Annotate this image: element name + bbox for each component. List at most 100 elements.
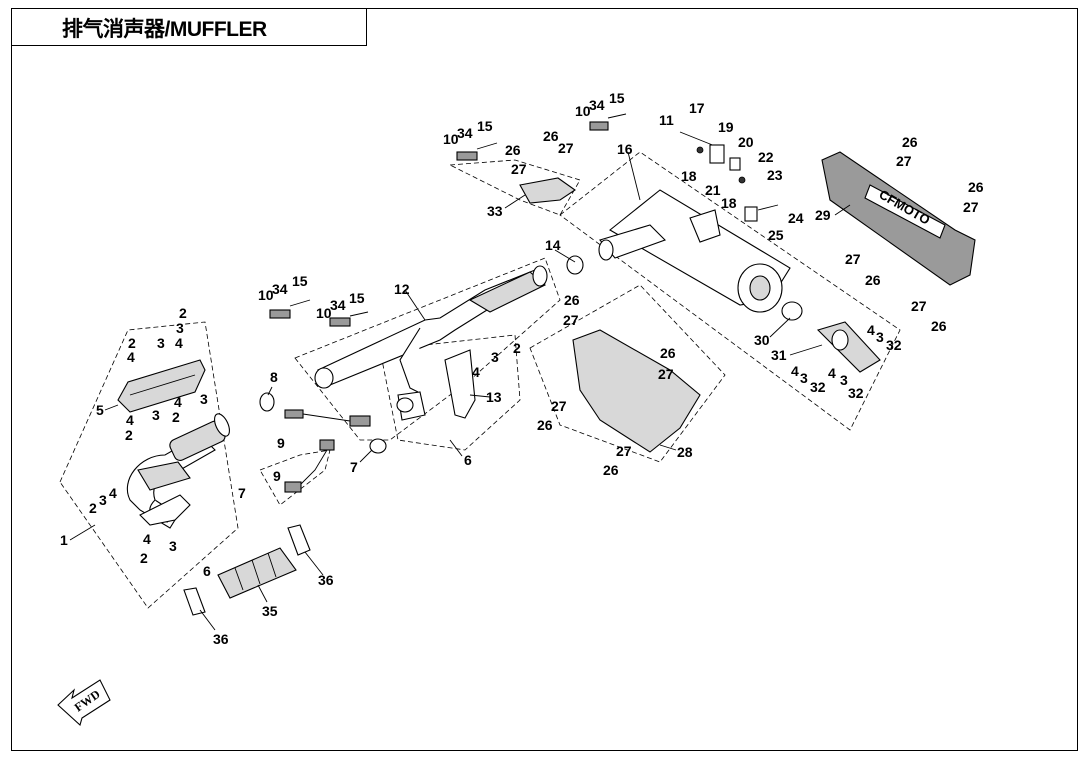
callout-6: 6 [464, 452, 472, 468]
callout-27: 27 [658, 366, 674, 382]
callout-30: 30 [754, 332, 770, 348]
callout-14: 14 [545, 237, 561, 253]
callout-36: 36 [318, 572, 334, 588]
silencer-16 [598, 189, 791, 313]
callout-11: 11 [659, 112, 674, 128]
group-outline-silencer [559, 151, 901, 431]
callout-2: 2 [513, 340, 521, 356]
header-pipe [126, 413, 230, 529]
group-outline-heatshield-33 [448, 159, 581, 216]
gasket-30 [781, 301, 803, 321]
callout-22: 22 [758, 149, 774, 165]
callout-26: 26 [865, 272, 881, 288]
callout-10: 10 [316, 305, 332, 321]
callout-4: 4 [127, 349, 135, 365]
callout-labels: 1 2 2 2 2 2 2 2 3 3 3 3 3 3 3 3 3 3 4 4 … [60, 90, 984, 647]
callout-32: 32 [810, 379, 826, 395]
group-outline-heatshield-28 [529, 284, 726, 463]
page-title: 排气消声器/MUFFLER [62, 18, 267, 41]
callout-4: 4 [175, 335, 183, 351]
callout-6: 6 [203, 563, 211, 579]
callout-3: 3 [840, 372, 848, 388]
callout-9: 9 [277, 435, 285, 451]
callout-34: 34 [330, 297, 346, 313]
group-outline-bracket [379, 334, 521, 451]
catalyst-pipe-12 [314, 265, 548, 393]
heat-shield-5 [117, 359, 206, 413]
bracket-13 [396, 349, 476, 421]
heat-shield-28 [572, 329, 701, 453]
callout-18: 18 [681, 168, 697, 184]
callout-4: 4 [109, 485, 117, 501]
header-shield-lower [137, 461, 191, 491]
mount-hardware [679, 131, 779, 222]
title-box [11, 8, 367, 46]
callout-26: 26 [543, 128, 559, 144]
o2-sensor-lower [284, 439, 335, 493]
callout-3: 3 [876, 329, 884, 345]
bolt-15a [289, 299, 311, 307]
callout-23: 23 [767, 167, 783, 183]
callout-26: 26 [660, 345, 676, 361]
clamp-36b [183, 587, 206, 616]
callout-27: 27 [845, 251, 861, 267]
callout-36: 36 [213, 631, 229, 647]
callout-4: 4 [867, 322, 875, 338]
callout-32: 32 [886, 337, 902, 353]
callout-15: 15 [609, 90, 625, 106]
callout-4: 4 [143, 531, 151, 547]
callout-27: 27 [511, 161, 527, 177]
callout-20: 20 [738, 134, 754, 150]
callout-27: 27 [616, 443, 632, 459]
callout-15: 15 [349, 290, 365, 306]
gasket-14 [566, 255, 584, 275]
heat-shield-35 [217, 547, 297, 599]
bolt-15d [607, 113, 627, 119]
callout-18: 18 [721, 195, 737, 211]
callout-2: 2 [179, 305, 187, 321]
callout-10: 10 [575, 103, 591, 119]
callout-32: 32 [848, 385, 864, 401]
callout-17: 17 [689, 100, 705, 116]
callout-25: 25 [768, 227, 784, 243]
callout-28: 28 [677, 444, 693, 460]
callout-26: 26 [505, 142, 521, 158]
callout-4: 4 [126, 412, 134, 428]
callout-31: 31 [771, 347, 787, 363]
gasket-7-ring [369, 438, 387, 454]
callout-15: 15 [477, 118, 493, 134]
callout-26: 26 [931, 318, 947, 334]
callout-10: 10 [443, 131, 459, 147]
o2-sensor-upper [284, 409, 371, 427]
callout-4: 4 [174, 394, 182, 410]
bolt-15c [476, 142, 498, 150]
callout-27: 27 [963, 199, 979, 215]
callout-3: 3 [176, 320, 184, 336]
callout-3: 3 [99, 492, 107, 508]
callout-7: 7 [238, 485, 246, 501]
callout-26: 26 [603, 462, 619, 478]
callout-3: 3 [152, 407, 160, 423]
callout-34: 34 [457, 125, 473, 141]
callout-24: 24 [788, 210, 804, 226]
callout-4: 4 [828, 365, 836, 381]
callout-2: 2 [140, 550, 148, 566]
spring-34c [456, 151, 478, 161]
callout-27: 27 [896, 153, 912, 169]
callout-13: 13 [486, 389, 502, 405]
callout-26: 26 [902, 134, 918, 150]
callout-7: 7 [350, 459, 358, 475]
callout-2: 2 [89, 500, 97, 516]
callout-3: 3 [491, 349, 499, 365]
fwd-arrow: FWD [57, 679, 111, 727]
leader-lines [69, 151, 851, 631]
callout-19: 19 [718, 119, 734, 135]
callout-26: 26 [537, 417, 553, 433]
callout-26: 26 [564, 292, 580, 308]
callout-12: 12 [394, 281, 410, 297]
callout-5: 5 [96, 402, 104, 418]
callout-27: 27 [911, 298, 927, 314]
callout-3: 3 [169, 538, 177, 554]
callout-27: 27 [551, 398, 567, 414]
